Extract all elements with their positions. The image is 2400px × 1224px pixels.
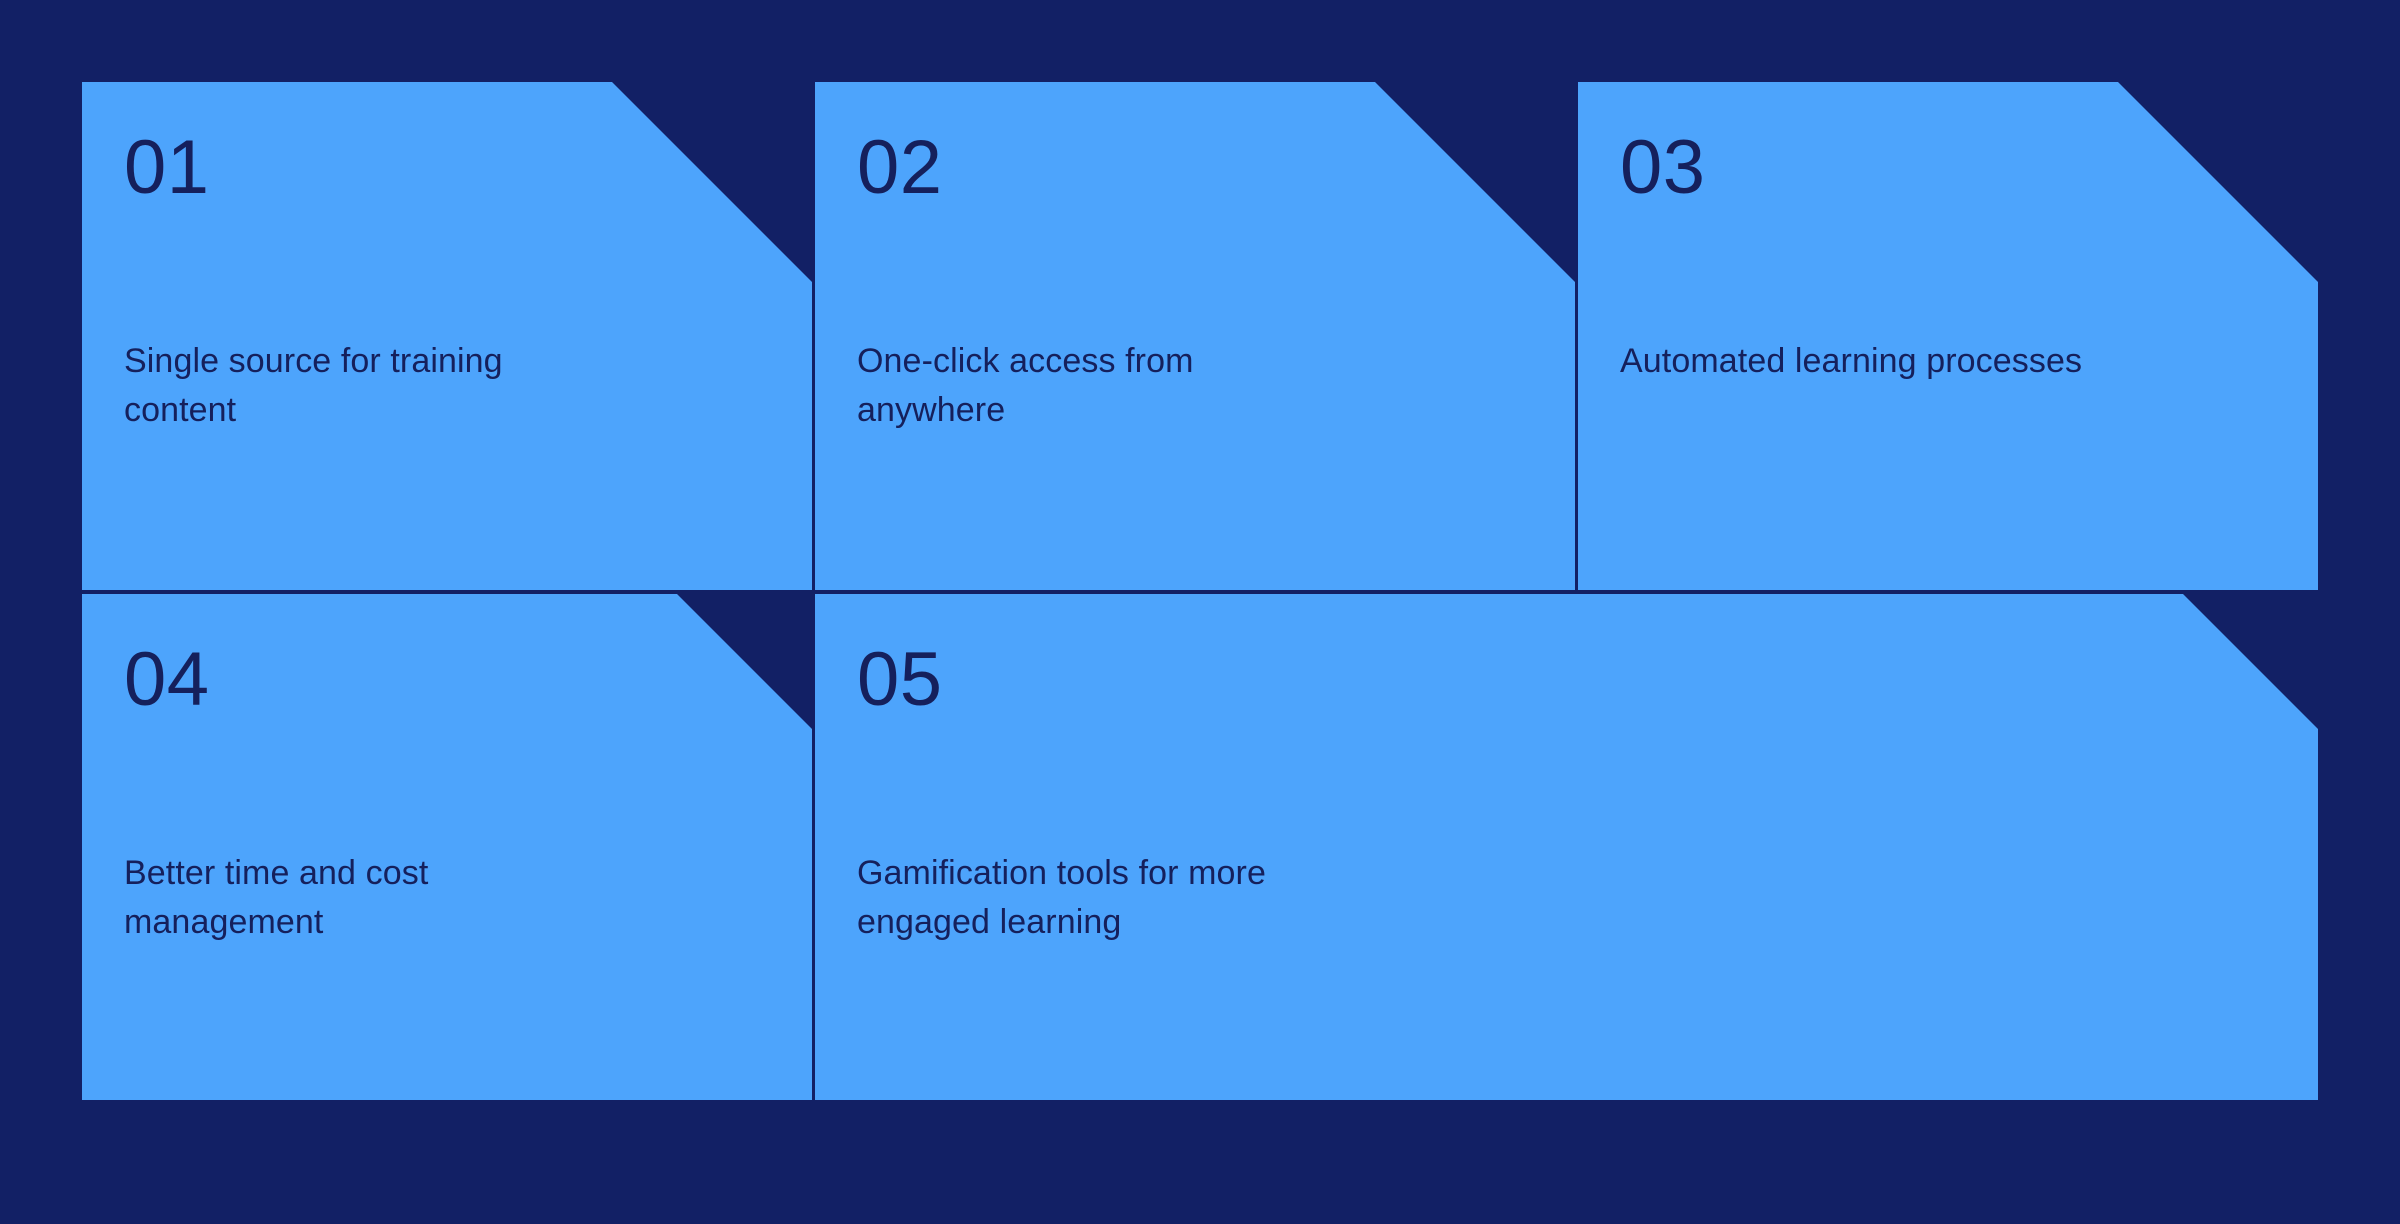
- corner-notch-icon: [1375, 82, 1575, 282]
- benefit-card-05[interactable]: 05 Gamification tools for more engaged l…: [815, 594, 2318, 1100]
- corner-notch-icon: [677, 594, 812, 729]
- card-divider-horizontal: [82, 590, 2318, 594]
- corner-notch-icon: [2118, 82, 2318, 282]
- benefit-card-number: 02: [857, 125, 943, 210]
- card-divider-vertical: [1575, 82, 1578, 590]
- benefit-card-text: Automated learning processes: [1620, 342, 2083, 380]
- benefit-card-number: 03: [1620, 125, 1706, 210]
- benefit-card-number: 01: [124, 125, 210, 210]
- benefit-card-03[interactable]: 03 Automated learning processes: [1578, 82, 2318, 590]
- card-divider-vertical: [812, 82, 815, 590]
- card-divider-vertical: [812, 594, 815, 1100]
- benefit-card-02[interactable]: 02 One-click access from anywhere: [815, 82, 1575, 590]
- benefit-card-text: Single source for training content: [124, 342, 503, 430]
- card-grid: 01 Single source for training content 02…: [82, 82, 2318, 1100]
- corner-notch-icon: [612, 82, 812, 282]
- benefit-card-text: One-click access from anywhere: [857, 342, 1194, 430]
- benefit-card-number: 04: [124, 637, 210, 722]
- benefit-card-04[interactable]: 04 Better time and cost management: [82, 594, 812, 1100]
- benefit-card-01[interactable]: 01 Single source for training content: [82, 82, 812, 590]
- benefit-card-text: Better time and cost management: [124, 854, 429, 942]
- benefit-card-text: Gamification tools for more engaged lear…: [857, 854, 1266, 942]
- corner-notch-icon: [2183, 594, 2318, 729]
- benefit-card-number: 05: [857, 637, 943, 722]
